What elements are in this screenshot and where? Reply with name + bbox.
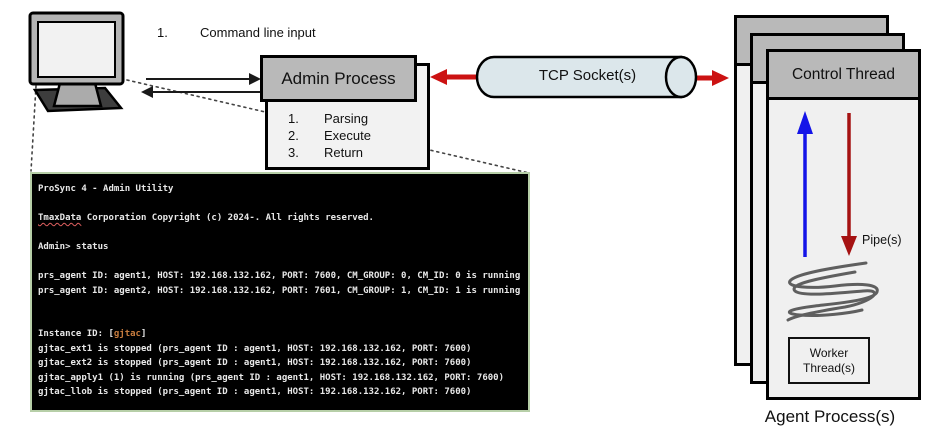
terminal-blank-line — [38, 197, 522, 212]
admin-step: 2. Execute — [288, 127, 371, 144]
terminal-status-line: gjtac_apply1 (1) is running (prs_agent I… — [38, 372, 504, 383]
terminal-blank-line — [38, 298, 522, 313]
terminal-blank-line — [38, 255, 522, 270]
left-arrow-icon — [141, 86, 260, 98]
terminal-window: ProSync 4 - Admin Utility TmaxData Corpo… — [30, 172, 530, 412]
tcp-socket-label: TCP Socket(s) — [538, 67, 637, 84]
instance-bracket-close: ] — [140, 329, 147, 339]
terminal-copyright-line: TmaxData Corporation Copyright (c) 2024-… — [38, 211, 522, 226]
step-number: 1. — [288, 111, 299, 126]
monitor-screen — [37, 21, 116, 78]
admin-step: 3. Return — [288, 144, 363, 161]
worker-thread-label-line2: Thread(s) — [802, 360, 855, 375]
pipes-label: Pipe(s) — [862, 233, 902, 247]
instance-bracket-open: [ — [108, 329, 114, 339]
terminal-prompt-line: Admin> status — [38, 242, 109, 252]
admin-step: 1. Parsing — [288, 110, 368, 127]
terminal-agent-line: prs_agent ID: agent1, HOST: 192.168.132.… — [38, 271, 521, 281]
step-label: Execute — [324, 128, 371, 143]
control-thread-header: Control Thread — [769, 52, 918, 100]
terminal-status-line: gjtac_ext2 is stopped (prs_agent ID : ag… — [38, 358, 472, 368]
dotted-connector-left — [30, 85, 37, 172]
terminal-agent-line: prs_agent ID: agent2, HOST: 192.168.132.… — [38, 285, 521, 296]
admin-process-label: Admin Process — [281, 68, 396, 88]
terminal-blank-line — [38, 226, 522, 241]
worker-thread-label-line1: Worker — [809, 345, 849, 360]
instance-label: Instance ID: — [38, 329, 109, 339]
command-line-input-number: 1. — [157, 25, 168, 40]
computer-monitor-icon — [28, 11, 125, 113]
right-arrow-icon — [146, 73, 261, 85]
step-number: 3. — [288, 145, 299, 160]
instance-id: gjtac — [113, 329, 141, 339]
control-thread-label: Control Thread — [791, 65, 896, 83]
terminal-status-line: gjtac_llob is stopped (prs_agent ID : ag… — [38, 387, 472, 397]
step-number: 2. — [288, 128, 299, 143]
step-label: Parsing — [324, 111, 369, 126]
command-line-input-text: Command line input — [200, 25, 316, 40]
terminal-title-line: ProSync 4 - Admin Utility — [38, 184, 174, 194]
agent-process-label: Agent Process(s) — [764, 407, 896, 426]
terminal-copyright-highlight: TmaxData — [38, 213, 82, 223]
terminal-blank-line — [38, 313, 522, 328]
terminal-copyright-rest: Corporation Copyright (c) 2024-. All rig… — [81, 213, 374, 223]
step-label: Return — [324, 145, 364, 160]
command-line-input-label: 1. Command line input — [157, 25, 316, 40]
worker-thread-box: Worker Thread(s) — [788, 337, 870, 384]
monitor-stand — [52, 81, 103, 108]
terminal-status-line: gjtac_ext1 is stopped (prs_agent ID : ag… — [38, 343, 472, 354]
terminal-instance-line: Instance ID: [gjtac] — [38, 327, 522, 342]
admin-process-title: Admin Process — [260, 55, 417, 102]
